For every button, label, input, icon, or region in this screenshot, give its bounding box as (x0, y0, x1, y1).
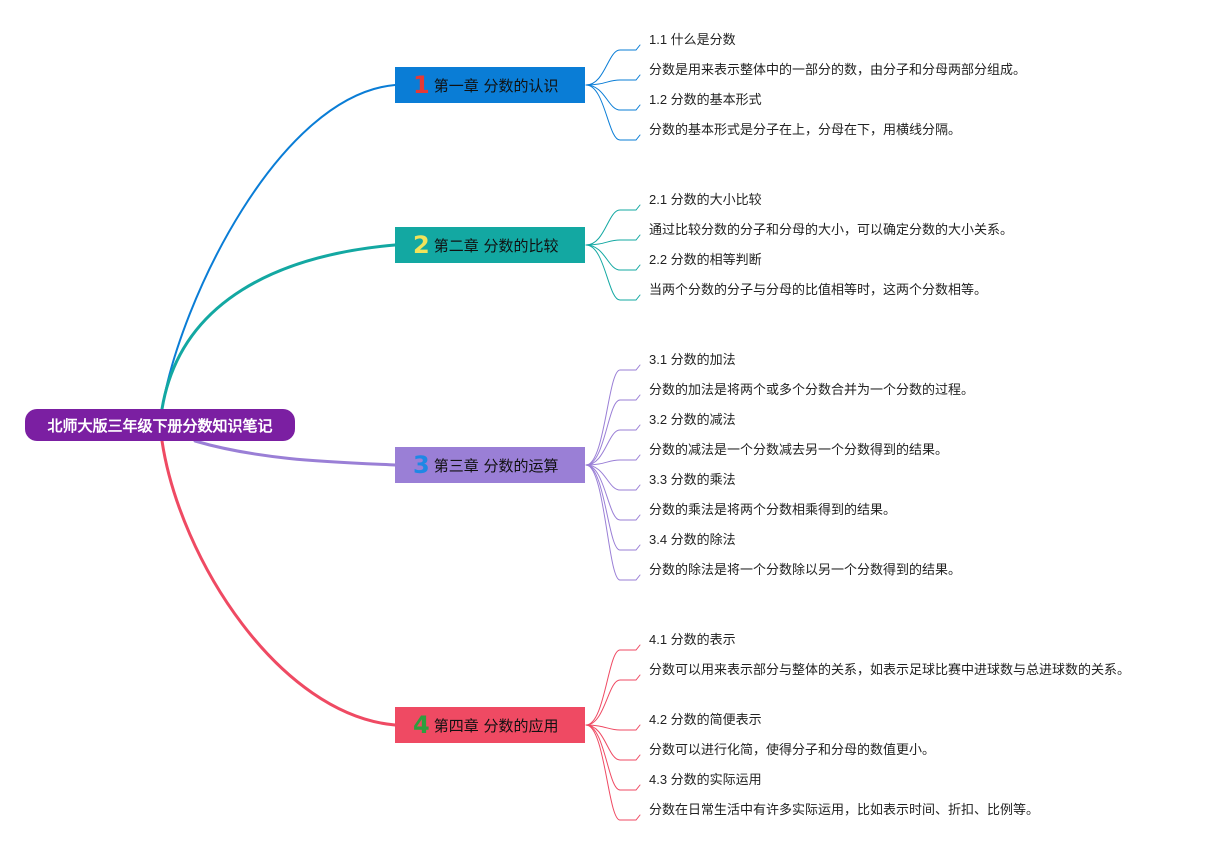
branch-topic-label: 第三章 分数的运算 (433, 456, 559, 475)
leaf-connector (585, 724, 641, 761)
root-connector-3 (193, 439, 397, 467)
leaf-connector (585, 394, 641, 466)
leaf-connector (585, 464, 641, 521)
leaf-connector (585, 464, 641, 551)
leaf-connector (585, 724, 641, 821)
leaf-connector (585, 364, 641, 466)
leaf-item[interactable]: 2.2 分数的相等判断 (649, 252, 762, 267)
branch-topic-label: 第四章 分数的应用 (433, 716, 559, 735)
leaf-item[interactable]: 分数的加法是将两个或多个分数合并为一个分数的过程。 (649, 382, 975, 397)
leaf-connector (585, 244, 641, 301)
leaf-connector (585, 464, 641, 581)
leaf-connector (585, 84, 641, 141)
leaf-item[interactable]: 3.3 分数的乘法 (649, 472, 736, 487)
leaf-item[interactable]: 1.1 什么是分数 (649, 32, 736, 47)
chapter-number-badge: 1 (413, 71, 430, 99)
leaf-item[interactable]: 分数是用来表示整体中的一部分的数，由分子和分母两部分组成。 (649, 62, 1027, 77)
leaf-connector (585, 724, 641, 791)
leaf-connector (585, 244, 641, 271)
chapter-number-badge: 4 (413, 711, 430, 739)
leaf-item[interactable]: 分数的除法是将一个分数除以另一个分数得到的结果。 (649, 562, 962, 577)
leaf-item[interactable]: 4.3 分数的实际运用 (649, 772, 762, 787)
root-connector-2 (160, 243, 397, 411)
leaf-item[interactable]: 当两个分数的分子与分母的比值相等时，这两个分数相等。 (649, 282, 988, 297)
leaf-item[interactable]: 2.1 分数的大小比较 (649, 192, 762, 207)
leaf-item[interactable]: 3.4 分数的除法 (649, 532, 736, 547)
leaf-connector (585, 84, 641, 111)
chapter-number-badge: 2 (413, 231, 430, 259)
leaf-item[interactable]: 分数的基本形式是分子在上，分母在下，用横线分隔。 (649, 122, 962, 137)
leaf-connector (585, 204, 641, 246)
leaf-item[interactable]: 分数可以用来表示部分与整体的关系，如表示足球比赛中进球数与总进球数的关系。 (649, 662, 1131, 677)
leaf-connector (585, 44, 641, 86)
root-connector-4 (160, 439, 397, 727)
leaf-item[interactable]: 分数的减法是一个分数减去另一个分数得到的结果。 (649, 442, 949, 457)
leaf-item[interactable]: 通过比较分数的分子和分母的大小，可以确定分数的大小关系。 (649, 222, 1014, 237)
leaf-item[interactable]: 分数可以进行化简，使得分子和分母的数值更小。 (649, 742, 936, 757)
leaf-connector (585, 454, 641, 466)
leaf-item[interactable]: 3.2 分数的减法 (649, 412, 736, 427)
branch-topic-label: 第二章 分数的比较 (433, 236, 559, 255)
leaf-item[interactable]: 3.1 分数的加法 (649, 352, 736, 367)
leaf-item[interactable]: 4.2 分数的简便表示 (649, 712, 762, 727)
leaf-connector (585, 464, 641, 491)
leaf-connector (585, 724, 641, 731)
leaf-connector (585, 424, 641, 466)
leaf-connector (585, 674, 641, 726)
branch-topic-label: 第一章 分数的认识 (433, 76, 559, 95)
root-connector-1 (161, 84, 396, 410)
leaf-connector (585, 644, 641, 726)
leaf-connector (585, 234, 641, 246)
root-topic-label: 北师大版三年级下册分数知识笔记 (47, 416, 273, 435)
leaf-item[interactable]: 4.1 分数的表示 (649, 632, 736, 647)
leaf-item[interactable]: 1.2 分数的基本形式 (649, 92, 762, 107)
root-topic[interactable]: 北师大版三年级下册分数知识笔记 (25, 409, 295, 441)
chapter-number-badge: 3 (413, 451, 430, 479)
leaf-connector (585, 74, 641, 86)
leaf-item[interactable]: 分数在日常生活中有许多实际运用，比如表示时间、折扣、比例等。 (649, 802, 1040, 817)
leaf-item[interactable]: 分数的乘法是将两个分数相乘得到的结果。 (649, 502, 897, 517)
